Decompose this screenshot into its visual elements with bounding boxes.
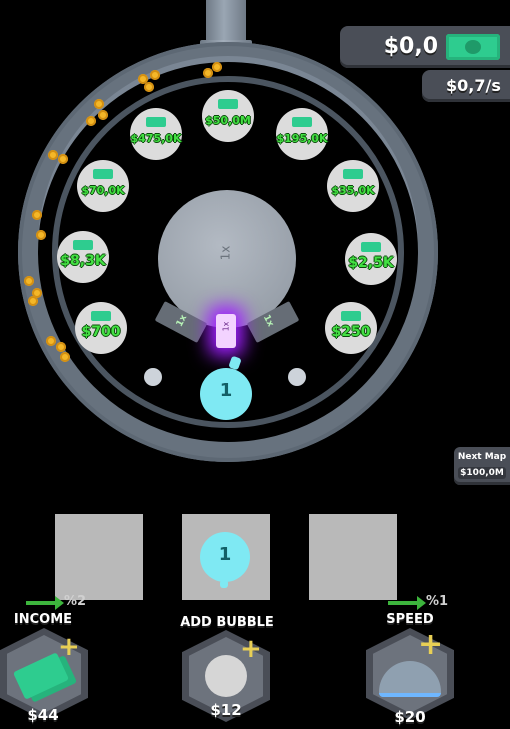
speedometer-icon [379, 661, 441, 697]
payout-slot-label: $250 [331, 324, 371, 340]
payout-slot-label: $195,0K [276, 132, 328, 145]
bubble-icon [205, 655, 247, 697]
inventory-slot-1[interactable] [55, 514, 143, 600]
peg-left [144, 368, 162, 386]
cash-icon [73, 240, 93, 250]
cash-icon [292, 117, 312, 127]
center-dome [158, 190, 296, 328]
income-button[interactable] [0, 628, 88, 720]
coin [60, 352, 70, 362]
income-price: $44 [27, 706, 59, 724]
payout-slot: $50,0M [202, 90, 254, 142]
coin [56, 342, 66, 352]
center-dome-mark: 1x [218, 245, 233, 261]
add-bubble-plus-icon: + [240, 634, 262, 664]
speed-bonus: %1 [426, 594, 449, 609]
money-amount: $0,0 [383, 34, 438, 59]
income-bonus: %2 [64, 594, 87, 609]
income-arrow-icon [26, 596, 64, 610]
speed-button[interactable] [366, 628, 454, 720]
inventory-bubble-level: 1 [218, 544, 232, 565]
inventory-bubble[interactable]: 1 [200, 532, 250, 582]
coin [94, 99, 104, 109]
coin [48, 150, 58, 160]
payout-slot-label: $2,5K [348, 255, 394, 271]
income-rate-panel: $0,7/s [422, 70, 510, 102]
coin [203, 68, 213, 78]
coin [86, 116, 96, 126]
payout-slot: $2,5K [345, 233, 397, 285]
payout-slot-label: $475,0K [130, 132, 182, 145]
coin [58, 154, 68, 164]
add-bubble-button-face [189, 637, 263, 715]
active-bubble-level: 1 [219, 380, 233, 401]
cash-icon [218, 99, 238, 109]
active-bubble[interactable]: 1 [200, 368, 252, 420]
add-bubble-price: $12 [210, 701, 242, 719]
cash-icon [93, 169, 113, 179]
inventory-slot-3[interactable] [309, 514, 397, 600]
payout-slot: $35,0K [327, 160, 379, 212]
income-rate: $0,7/s [446, 76, 501, 95]
coin [32, 210, 42, 220]
payout-slot: $700 [75, 302, 127, 354]
coin [24, 276, 34, 286]
next-map-price: $100,0M [458, 467, 506, 479]
inventory-slot-2[interactable]: 1 [182, 514, 270, 600]
coin [98, 110, 108, 120]
speed-arrow-icon [388, 596, 426, 610]
add-bubble-title: ADD BUBBLE [180, 615, 274, 630]
next-map-title: Next Map [457, 452, 507, 462]
cash-icon [146, 117, 166, 127]
speed-button-face [373, 635, 447, 713]
add-bubble-button[interactable] [182, 630, 270, 722]
speed-price: $20 [394, 708, 426, 726]
cash-icon [361, 242, 381, 252]
glow-multiplier-label: 1x [221, 321, 231, 332]
payout-slot: $70,0K [77, 160, 129, 212]
payout-slot-label: $8,3K [60, 253, 106, 269]
income-title: INCOME [13, 612, 73, 627]
payout-slot: $250 [325, 302, 377, 354]
money-panel: $0,0 [340, 26, 510, 68]
payout-slot: $195,0K [276, 108, 328, 160]
glow-multiplier-card [216, 314, 236, 348]
cash-icon [343, 169, 363, 179]
coin [36, 230, 46, 240]
coin [28, 296, 38, 306]
income-plus-icon: + [58, 632, 80, 662]
income-button-face [7, 635, 81, 713]
coin [46, 336, 56, 346]
coin [212, 62, 222, 72]
payout-slot-label: $70,0K [81, 184, 125, 197]
coin [32, 288, 42, 298]
cash-icon [341, 311, 361, 321]
coin [144, 82, 154, 92]
payout-slot: $475,0K [130, 108, 182, 160]
coin [150, 70, 160, 80]
cash-icon [91, 311, 111, 321]
peg-right [288, 368, 306, 386]
bubble-tail [220, 580, 228, 588]
payout-slot-label: $35,0K [331, 184, 375, 197]
cash-bill-icon [446, 34, 500, 60]
coin [138, 74, 148, 84]
payout-slot: $8,3K [57, 231, 109, 283]
next-map-button[interactable]: Next Map $100,0M [454, 447, 510, 485]
payout-slot-label: $700 [81, 324, 121, 340]
payout-slot-label: $50,0M [205, 114, 251, 127]
speed-plus-icon: + [418, 627, 444, 662]
speed-title: SPEED [386, 612, 434, 627]
